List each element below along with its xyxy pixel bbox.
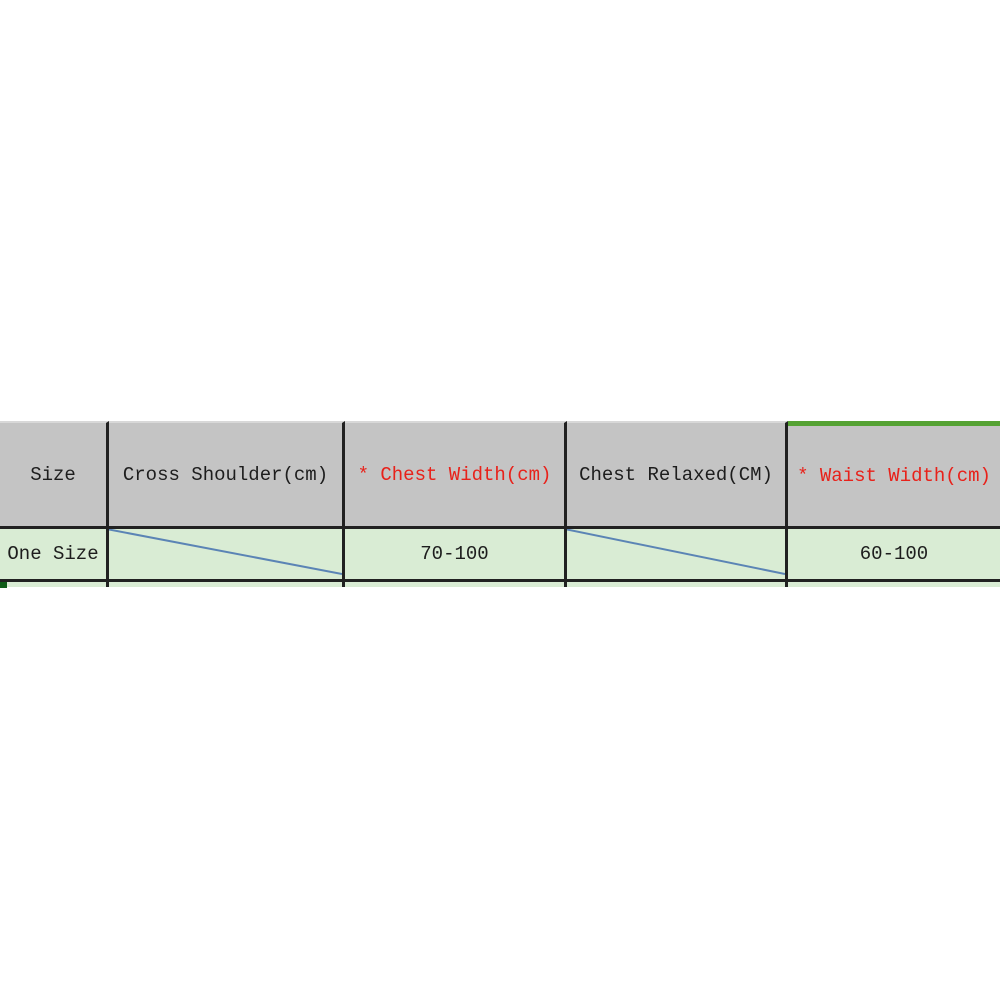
table-grid: Size Cross Shoulder(cm) * Chest Width(cm… — [0, 421, 1000, 582]
gridline-stub — [106, 582, 109, 587]
diagonal-strikethrough-icon — [109, 529, 342, 579]
chest-width-value: 70-100 — [420, 543, 489, 565]
row-selection-marker — [0, 582, 7, 588]
waist-width-value: 60-100 — [859, 543, 929, 565]
cell-chest-relaxed-value[interactable] — [567, 529, 788, 582]
partial-next-row — [0, 582, 1000, 588]
cell-cross-shoulder-value[interactable] — [109, 529, 345, 582]
header-label-chest-width-required: * Chest Width(cm) — [357, 463, 552, 486]
header-cell-chest-width[interactable]: * Chest Width(cm) — [345, 421, 567, 529]
cell-waist-width-value[interactable]: 60-100 — [788, 529, 1000, 582]
diagonal-strikethrough-icon — [567, 529, 785, 579]
header-cell-cross-shoulder[interactable]: Cross Shoulder(cm) — [109, 421, 345, 529]
gridline-stub — [785, 582, 788, 587]
gridline-stub — [342, 582, 345, 587]
header-label-waist-width-required: * Waist Width(cm) — [797, 465, 991, 487]
header-cell-chest-relaxed[interactable]: Chest Relaxed(CM) — [567, 421, 788, 529]
header-label-size: Size — [30, 463, 76, 486]
header-label-chest-relaxed: Chest Relaxed(CM) — [579, 463, 773, 486]
header-cell-size[interactable]: Size — [0, 421, 109, 529]
size-chart-table: Size Cross Shoulder(cm) * Chest Width(cm… — [0, 421, 1000, 588]
header-label-cross-shoulder: Cross Shoulder(cm) — [122, 463, 329, 486]
size-value: One Size — [7, 543, 99, 565]
gridline-stub — [564, 582, 567, 587]
cell-size-value[interactable]: One Size — [0, 529, 109, 582]
header-cell-waist-width[interactable]: * Waist Width(cm) — [788, 421, 1000, 529]
cell-chest-width-value[interactable]: 70-100 — [345, 529, 567, 582]
